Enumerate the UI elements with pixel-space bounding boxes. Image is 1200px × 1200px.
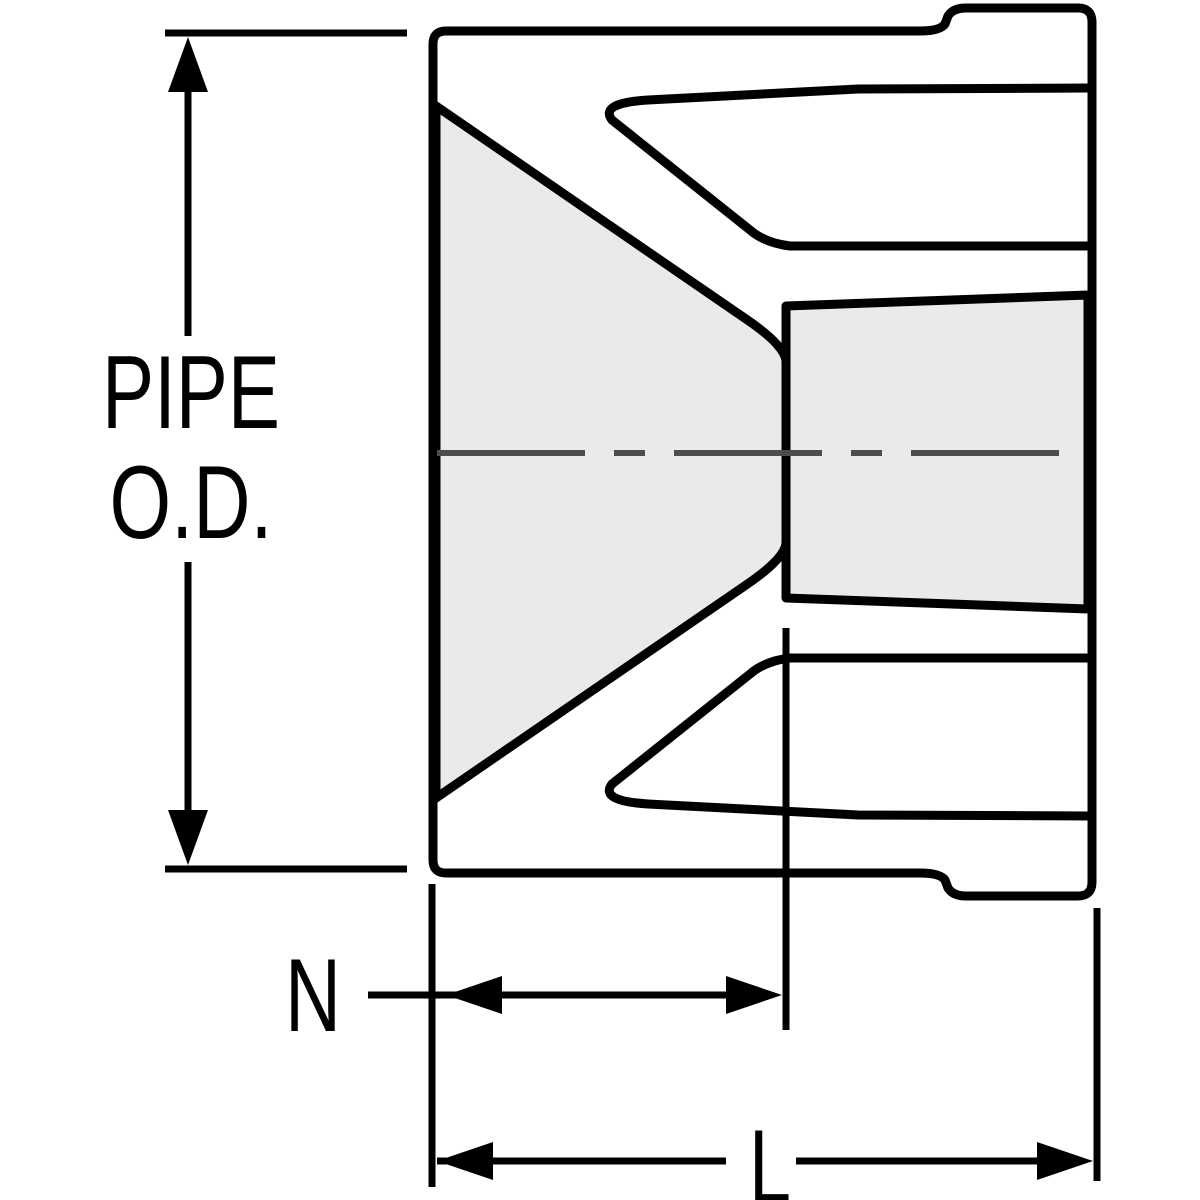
l-arrow-right-icon xyxy=(1037,1142,1093,1180)
n-dimension-label: N xyxy=(285,938,341,1054)
fitting-outline xyxy=(428,3,1097,901)
interior-edges xyxy=(604,83,1095,821)
n-arrow-left-icon xyxy=(446,976,502,1014)
pipe-od-arrow-down-icon xyxy=(168,810,208,865)
l-dimension-label: L xyxy=(749,1109,791,1200)
upper-socket-edge xyxy=(604,83,1095,251)
n-dimension xyxy=(368,628,790,1187)
pipe-od-dimension xyxy=(165,29,407,873)
l-arrow-left-icon xyxy=(437,1142,493,1180)
pipe-od-label-line1: PIPE xyxy=(102,335,280,451)
pipe-od-label-line2: O.D. xyxy=(110,445,273,561)
lower-socket-edge xyxy=(604,653,1095,821)
n-arrow-right-icon xyxy=(726,976,782,1014)
pipe-od-arrow-up-icon xyxy=(168,37,208,92)
l-dimension xyxy=(437,908,1101,1181)
